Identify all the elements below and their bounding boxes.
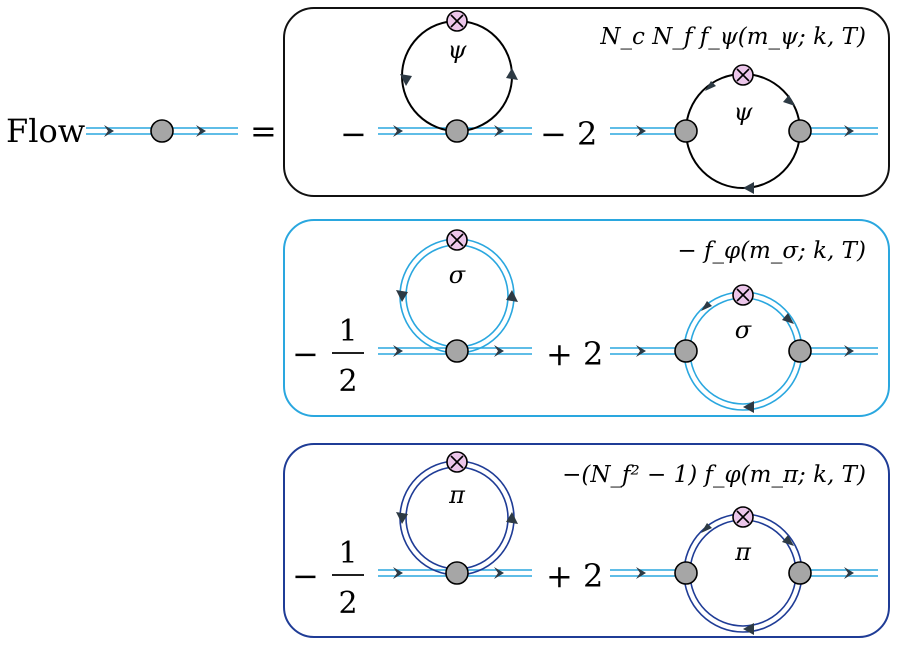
sigma-tadpole-sign: −: [292, 335, 319, 373]
pion-tadpole-label: π: [448, 481, 466, 509]
arrow-icon: [782, 313, 794, 324]
pion-bubble-label: π: [734, 538, 752, 566]
vertex-dot: [150, 119, 174, 143]
sigma-loop-outer: [683, 291, 803, 411]
fermion-tadpole-sign: −: [340, 115, 367, 153]
arrow-icon: [196, 125, 206, 137]
lhs-propagator: [86, 119, 238, 143]
arrow-icon: [782, 535, 794, 546]
sigma-tadpole-label: σ: [449, 261, 466, 289]
arrow-icon: [396, 512, 408, 524]
vertex-dot: [445, 339, 469, 363]
pion-loop-outer: [399, 460, 515, 576]
vertex-dot: [674, 561, 698, 585]
pion-frac-den: 2: [338, 586, 357, 621]
fermion-bubble: ψ: [610, 64, 878, 194]
fermion-loop: [685, 73, 801, 189]
fermion-panel: [283, 7, 890, 197]
fermion-bubble-label: ψ: [734, 98, 754, 126]
vertex-dot: [674, 339, 698, 363]
lhs-label: Flow: [6, 112, 85, 150]
arrow-icon: [701, 301, 712, 311]
arrow-icon: [393, 345, 403, 357]
arrow-icon: [743, 182, 754, 194]
arrow-icon: [783, 95, 795, 106]
vertex-dot: [674, 119, 698, 143]
arrow-icon: [494, 345, 504, 357]
pion-panel: [283, 443, 890, 638]
arrow-icon: [844, 345, 854, 357]
sigma-coefficient: − f_φ(m_σ; k, T): [677, 238, 866, 264]
vertex-dot: [788, 561, 812, 585]
sigma-loop-outer: [399, 238, 515, 354]
lhs: Flow =: [6, 112, 277, 150]
arrow-icon: [494, 125, 504, 137]
arrow-icon: [393, 125, 403, 137]
sigma-panel: [283, 219, 890, 417]
fermion-coefficient: N_c N_f f_ψ(m_ψ; k, T): [599, 24, 866, 50]
pion-bubble-sign: + 2: [546, 557, 603, 595]
pion-loop-inner: [689, 519, 797, 627]
fermion-tadpole-label: ψ: [448, 36, 468, 64]
pion-coefficient: −(N_f² − 1) f_φ(m_π; k, T): [562, 462, 866, 488]
vertex-dot: [788, 119, 812, 143]
arrow-icon: [104, 125, 114, 137]
arrow-icon: [844, 125, 854, 137]
arrow-icon: [705, 81, 716, 91]
vertex-dot: [788, 339, 812, 363]
pion-frac-num: 1: [338, 536, 357, 571]
sigma-loop-inner: [689, 297, 797, 405]
arrow-icon: [506, 68, 518, 80]
pion-loop-outer: [683, 513, 803, 633]
vertex-dot: [445, 119, 469, 143]
sigma-tadpole: σ: [378, 229, 532, 363]
sigma-bubble: σ: [610, 284, 878, 413]
arrow-icon: [396, 290, 408, 302]
arrow-icon: [393, 567, 403, 579]
pion-tadpole-sign: −: [292, 557, 319, 595]
lhs-equals: =: [250, 112, 277, 150]
sigma-frac-num: 1: [338, 314, 357, 349]
arrow-icon: [506, 512, 518, 524]
sigma-bubble-label: σ: [735, 316, 752, 344]
pion-bubble: π: [610, 506, 878, 635]
sigma-frac-den: 2: [338, 364, 357, 399]
arrow-icon: [400, 74, 412, 86]
arrow-icon: [743, 401, 754, 413]
arrow-icon: [636, 345, 646, 357]
arrow-icon: [636, 125, 646, 137]
arrow-icon: [743, 623, 754, 635]
arrow-icon: [494, 567, 504, 579]
sigma-bubble-sign: + 2: [546, 335, 603, 373]
fermion-bubble-sign: − 2: [540, 115, 597, 153]
arrow-icon: [844, 567, 854, 579]
vertex-dot: [445, 561, 469, 585]
fermion-tadpole: ψ: [378, 10, 532, 143]
arrow-icon: [506, 290, 518, 302]
pion-tadpole: π: [378, 451, 532, 585]
arrow-icon: [701, 523, 712, 533]
arrow-icon: [636, 567, 646, 579]
